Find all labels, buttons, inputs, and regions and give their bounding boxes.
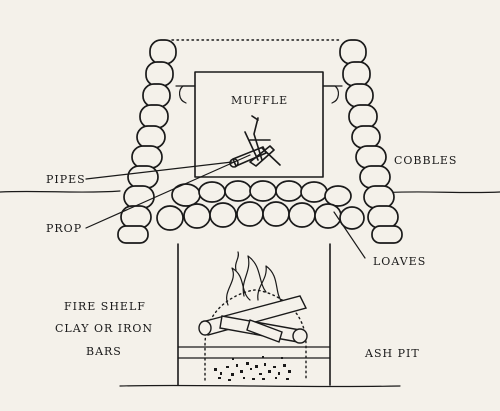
pipes-and-prop [229, 115, 281, 168]
firebox [119, 243, 401, 388]
label-cobbles: COBBLES [394, 154, 457, 167]
label-fire-shelf: FIRE SHELF [64, 300, 146, 313]
label-ash-pit: ASH PIT [364, 347, 420, 360]
loaves-rows [156, 180, 365, 231]
prop-leader [85, 154, 251, 229]
label-clay-or-iron: CLAY OR IRON [55, 322, 153, 335]
ashes [214, 356, 291, 381]
muffle-box [175, 71, 343, 178]
label-bars: BARS [86, 345, 122, 358]
left-cobble-wall [117, 39, 177, 244]
flames [226, 251, 283, 306]
logs [198, 295, 308, 344]
label-loaves: LOAVES [373, 255, 426, 268]
pipes-leader [85, 161, 233, 180]
label-prop: PROP [46, 222, 82, 235]
label-pipes: PIPES [46, 173, 86, 186]
right-cobble-wall [339, 39, 403, 244]
loaves-leader [333, 211, 366, 259]
label-muffle: MUFFLE [231, 94, 288, 107]
